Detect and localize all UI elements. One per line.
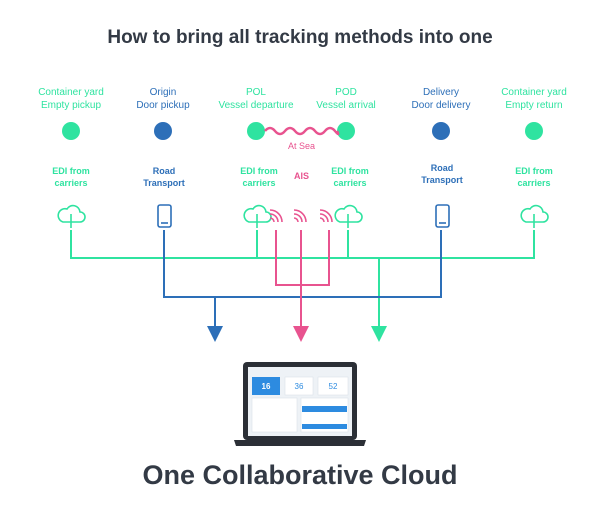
method-line1: Road	[152, 166, 176, 176]
dashboard-card-3	[317, 376, 349, 396]
milestone-label-delivery: Delivery Door delivery	[386, 86, 496, 112]
milestone-line2: Vessel arrival	[316, 100, 376, 111]
milestone-line1: Container yard	[38, 87, 104, 98]
milestone-dot-origin	[154, 122, 172, 140]
milestone-dot-pol	[247, 122, 265, 140]
green-connector	[70, 230, 535, 342]
at-sea-label: At Sea	[288, 141, 316, 151]
method-line2: carriers	[242, 178, 276, 188]
milestone-line2: Empty pickup	[40, 100, 102, 111]
method-label-road-2: Road Transport	[402, 162, 482, 186]
dashboard-highlight-row	[302, 406, 347, 412]
milestone-line2: Door delivery	[411, 100, 471, 111]
milestone-line2: Empty return	[505, 100, 563, 111]
milestone-line1: Origin	[149, 87, 177, 98]
phone-icon	[435, 204, 450, 228]
milestone-dot-container-yard-pickup	[62, 122, 80, 140]
method-line1: Road	[430, 163, 454, 173]
dashboard-stat-3: 52	[329, 382, 338, 391]
method-line2: carriers	[54, 178, 88, 188]
ais-label: AIS	[294, 171, 310, 181]
method-label-edi-1: EDI from carriers	[31, 165, 111, 189]
cloud-icon	[243, 204, 272, 228]
milestone-dot-delivery	[432, 122, 450, 140]
blue-connector	[163, 230, 442, 342]
cloud-icon	[57, 204, 86, 228]
footer-title: One Collaborative Cloud	[142, 460, 458, 490]
page-title: How to bring all tracking methods into o…	[107, 27, 493, 48]
milestone-line1: Container yard	[501, 87, 567, 98]
method-line2: Transport	[143, 178, 185, 188]
milestone-dot-container-yard-return	[525, 122, 543, 140]
milestone-line1: POD	[335, 87, 357, 98]
milestone-label-pol: POL Vessel departure	[201, 86, 311, 112]
signal-icon	[319, 209, 333, 223]
at-sea-wave	[264, 126, 340, 136]
milestone-line2: Vessel departure	[218, 100, 294, 111]
laptop-base	[234, 440, 366, 446]
signal-icon	[293, 209, 307, 223]
milestone-dot-pod	[337, 122, 355, 140]
cloud-icon	[520, 204, 549, 228]
milestone-label-container-yard-return: Container yard Empty return	[479, 86, 589, 112]
method-label-road-1: Road Transport	[124, 165, 204, 189]
method-line1: EDI from	[331, 166, 369, 176]
milestone-label-container-yard-pickup: Container yard Empty pickup	[16, 86, 126, 112]
phone-icon	[157, 204, 172, 228]
dashboard-card-1	[252, 377, 280, 395]
dashboard-stat-1: 16	[262, 382, 271, 391]
laptop: 16 36 52	[234, 362, 366, 446]
milestone-line2: Door pickup	[136, 100, 190, 111]
method-label-edi-2: EDI from carriers	[219, 165, 299, 189]
milestone-label-origin: Origin Door pickup	[108, 86, 218, 112]
method-line1: EDI from	[240, 166, 278, 176]
method-line1: EDI from	[515, 166, 553, 176]
method-line2: Transport	[421, 175, 463, 185]
milestone-line1: POL	[245, 87, 266, 98]
method-line1: EDI from	[52, 166, 90, 176]
pink-connector	[275, 230, 330, 342]
method-label-edi-4: EDI from carriers	[494, 165, 574, 189]
method-line2: carriers	[517, 178, 551, 188]
signal-icon	[269, 209, 283, 223]
milestone-label-pod: POD Vessel arrival	[291, 86, 401, 112]
method-label-edi-3: EDI from carriers	[310, 165, 390, 189]
dashboard-panel-left	[251, 397, 298, 433]
milestone-line1: Delivery	[422, 87, 460, 98]
cloud-icon	[334, 204, 363, 228]
dashboard-card-2	[284, 376, 314, 396]
dashboard-stat-2: 36	[295, 382, 304, 391]
dashboard-highlight-row	[302, 424, 347, 429]
method-line2: carriers	[333, 178, 367, 188]
